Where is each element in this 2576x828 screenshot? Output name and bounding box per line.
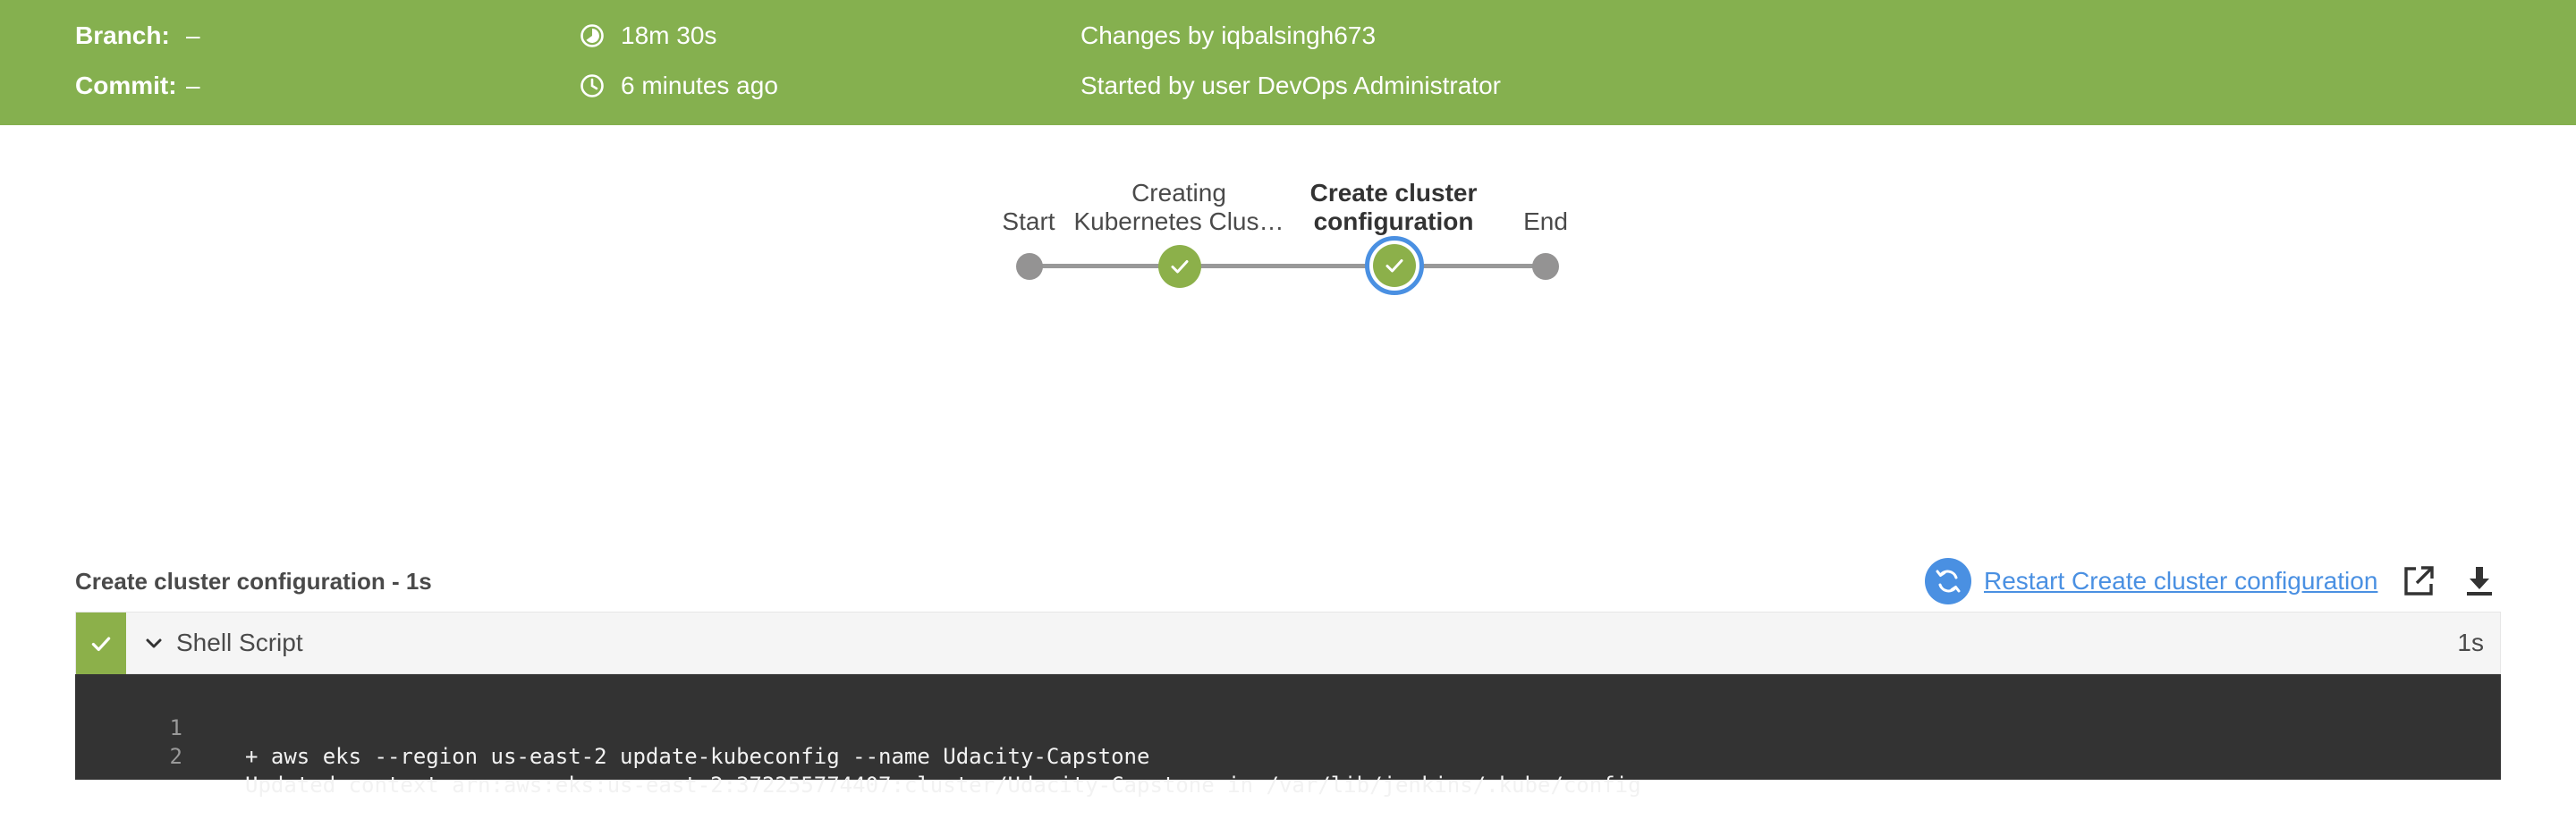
connector-line — [1394, 264, 1545, 268]
refresh-icon[interactable] — [1925, 558, 1971, 604]
download-icon[interactable] — [2460, 562, 2499, 601]
check-icon — [91, 637, 111, 652]
chevron-down-icon[interactable] — [140, 630, 167, 657]
line-number[interactable]: 1 — [169, 715, 182, 740]
branch-value: – — [186, 21, 200, 49]
console-line: 2 Updated context arn:aws:eks:us-east-2:… — [75, 714, 2501, 798]
connector-line — [1180, 264, 1394, 268]
log-step-name: Shell Script — [176, 629, 303, 656]
stage-label-start: Start — [1002, 207, 1055, 235]
stage-node-creating-kubernetes-cluster[interactable] — [1158, 245, 1201, 288]
step-title: Create cluster configuration - 1s — [75, 568, 432, 595]
check-icon — [1171, 260, 1189, 274]
branch-label: Branch: — [75, 21, 170, 49]
duration-value: 18m 30s — [621, 21, 717, 49]
stage-node-create-cluster-configuration[interactable] — [1365, 236, 1424, 295]
check-icon — [1385, 259, 1403, 273]
changes-by[interactable]: Changes by iqbalsingh673 — [1080, 21, 1377, 49]
run-header: Branch: – Commit: – 18m 30s 6 minutes ag… — [0, 0, 2576, 125]
line-text: + aws eks --region us-east-2 update-kube… — [245, 744, 1150, 769]
stage-label-create-config-line1: Create cluster — [1309, 179, 1478, 207]
external-link-icon[interactable] — [2399, 562, 2438, 601]
commit-value: – — [186, 72, 200, 99]
stage-label-creating-line2: Kubernetes Clus… — [1073, 207, 1284, 235]
stage-label-end: End — [1523, 207, 1568, 235]
stage-node-start — [1016, 253, 1043, 280]
stage-node-inner — [1373, 244, 1416, 287]
stage-node-end — [1532, 253, 1559, 280]
step-status-success — [76, 613, 126, 675]
started-by: Started by user DevOps Administrator — [1080, 72, 1501, 99]
log-step-duration: 1s — [2457, 629, 2484, 656]
line-text: Updated context arn:aws:eks:us-east-2:37… — [245, 773, 1641, 798]
log-step-header[interactable]: Shell Script 1s — [75, 612, 2501, 675]
connector-line — [1030, 264, 1180, 268]
clock-icon — [580, 74, 604, 97]
line-number[interactable]: 2 — [169, 744, 182, 769]
started-ago: 6 minutes ago — [621, 72, 778, 99]
console-output: 1 + aws eks --region us-east-2 update-ku… — [75, 674, 2501, 798]
stage-label-create-config-line2: configuration — [1313, 207, 1474, 235]
duration-icon — [580, 24, 604, 47]
restart-link[interactable]: Restart Create cluster configuration — [1984, 567, 2378, 595]
stage-label-creating-line1: Creating — [1131, 179, 1226, 207]
restart-stage-button[interactable]: Restart Create cluster configuration — [1925, 558, 2377, 604]
console-line: 1 + aws eks --region us-east-2 update-ku… — [75, 685, 2501, 769]
commit-label: Commit: — [75, 72, 177, 99]
